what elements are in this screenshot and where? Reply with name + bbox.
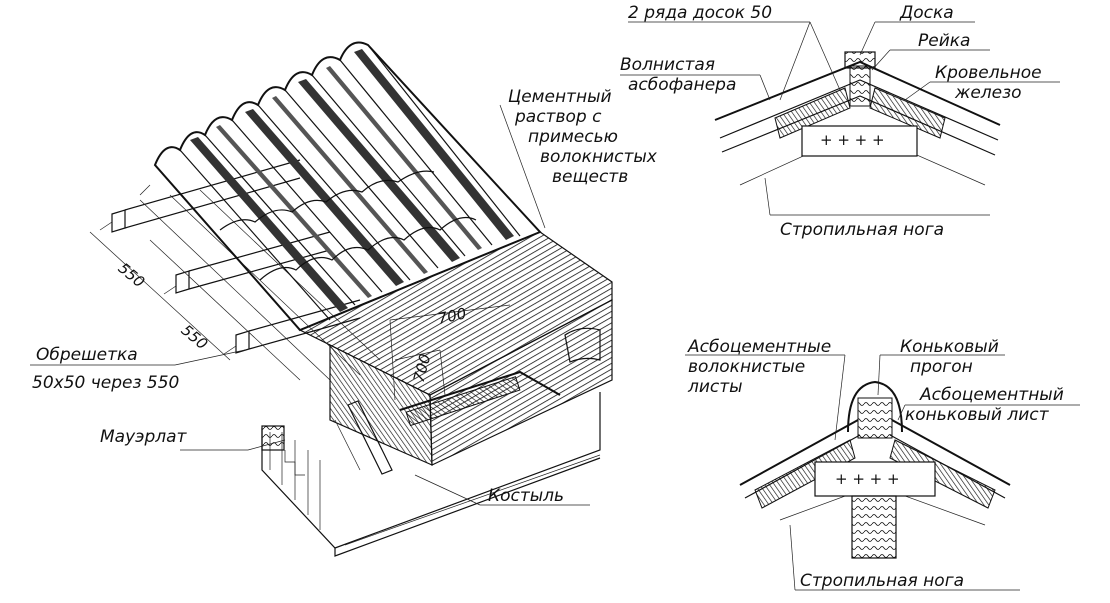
label-ridge-sheet-2: коньковый лист	[905, 405, 1050, 425]
label-cement-2: раствор с	[514, 107, 602, 127]
dim-550-a: 550	[115, 259, 149, 291]
svg-text:+ + + +: + + + +	[835, 470, 900, 488]
label-batten: Рейка	[918, 31, 970, 51]
label-rafter-bottom: Стропильная нога	[800, 571, 964, 591]
label-roof-iron-1: Кровельное	[935, 63, 1042, 83]
label-wavy-1: Волнистая	[620, 55, 715, 75]
label-board: Доска	[899, 3, 954, 23]
svg-text:+ + + +: + + + +	[820, 131, 885, 149]
corrugated-sheets	[153, 41, 542, 332]
battens	[111, 159, 381, 381]
dimension-lines	[89, 184, 601, 546]
ridge-mortar	[298, 231, 613, 466]
top-ridge-detail: + + + + 2 ряда досок 50 Доска Рейка Волн…	[620, 3, 1060, 240]
label-obreshetka: Обрешетка	[36, 345, 138, 365]
bottom-ridge-detail: + + + + Асбоцементные волокнистые листы …	[685, 337, 1080, 591]
main-isometric-view: Цементный раствор с примесью волокнистых…	[30, 41, 658, 557]
dim-700-a: 700	[436, 304, 468, 328]
label-sheets-3: листы	[687, 377, 743, 397]
wall	[261, 392, 601, 557]
label-ridge-purlin-2: прогон	[910, 357, 973, 377]
label-obreshetka-spec: 50х50 через 550	[32, 373, 179, 393]
label-wavy-2: асбофанера	[628, 75, 736, 95]
label-kostyl: Костыль	[488, 486, 564, 506]
label-ridge-purlin-1: Коньковый	[900, 337, 999, 357]
label-mauerlat: Мауэрлат	[100, 427, 188, 447]
label-ridge-sheet-1: Асбоцементный	[919, 385, 1064, 405]
label-sheets-1: Асбоцементные	[687, 337, 831, 357]
label-two-rows-boards: 2 ряда досок 50	[628, 3, 772, 23]
label-cement-3: примесью	[528, 127, 618, 147]
label-cement-1: Цементный	[508, 87, 612, 107]
label-cement-4: волокнистых	[540, 147, 658, 167]
dim-550-b: 550	[178, 321, 212, 353]
label-sheets-2: волокнистые	[688, 357, 805, 377]
kostyl-hook	[334, 400, 393, 475]
label-cement-5: веществ	[552, 167, 628, 187]
label-roof-iron-2: железо	[954, 83, 1022, 103]
mauerlat-beam	[261, 425, 285, 451]
label-rafter-top: Стропильная нога	[780, 220, 944, 240]
